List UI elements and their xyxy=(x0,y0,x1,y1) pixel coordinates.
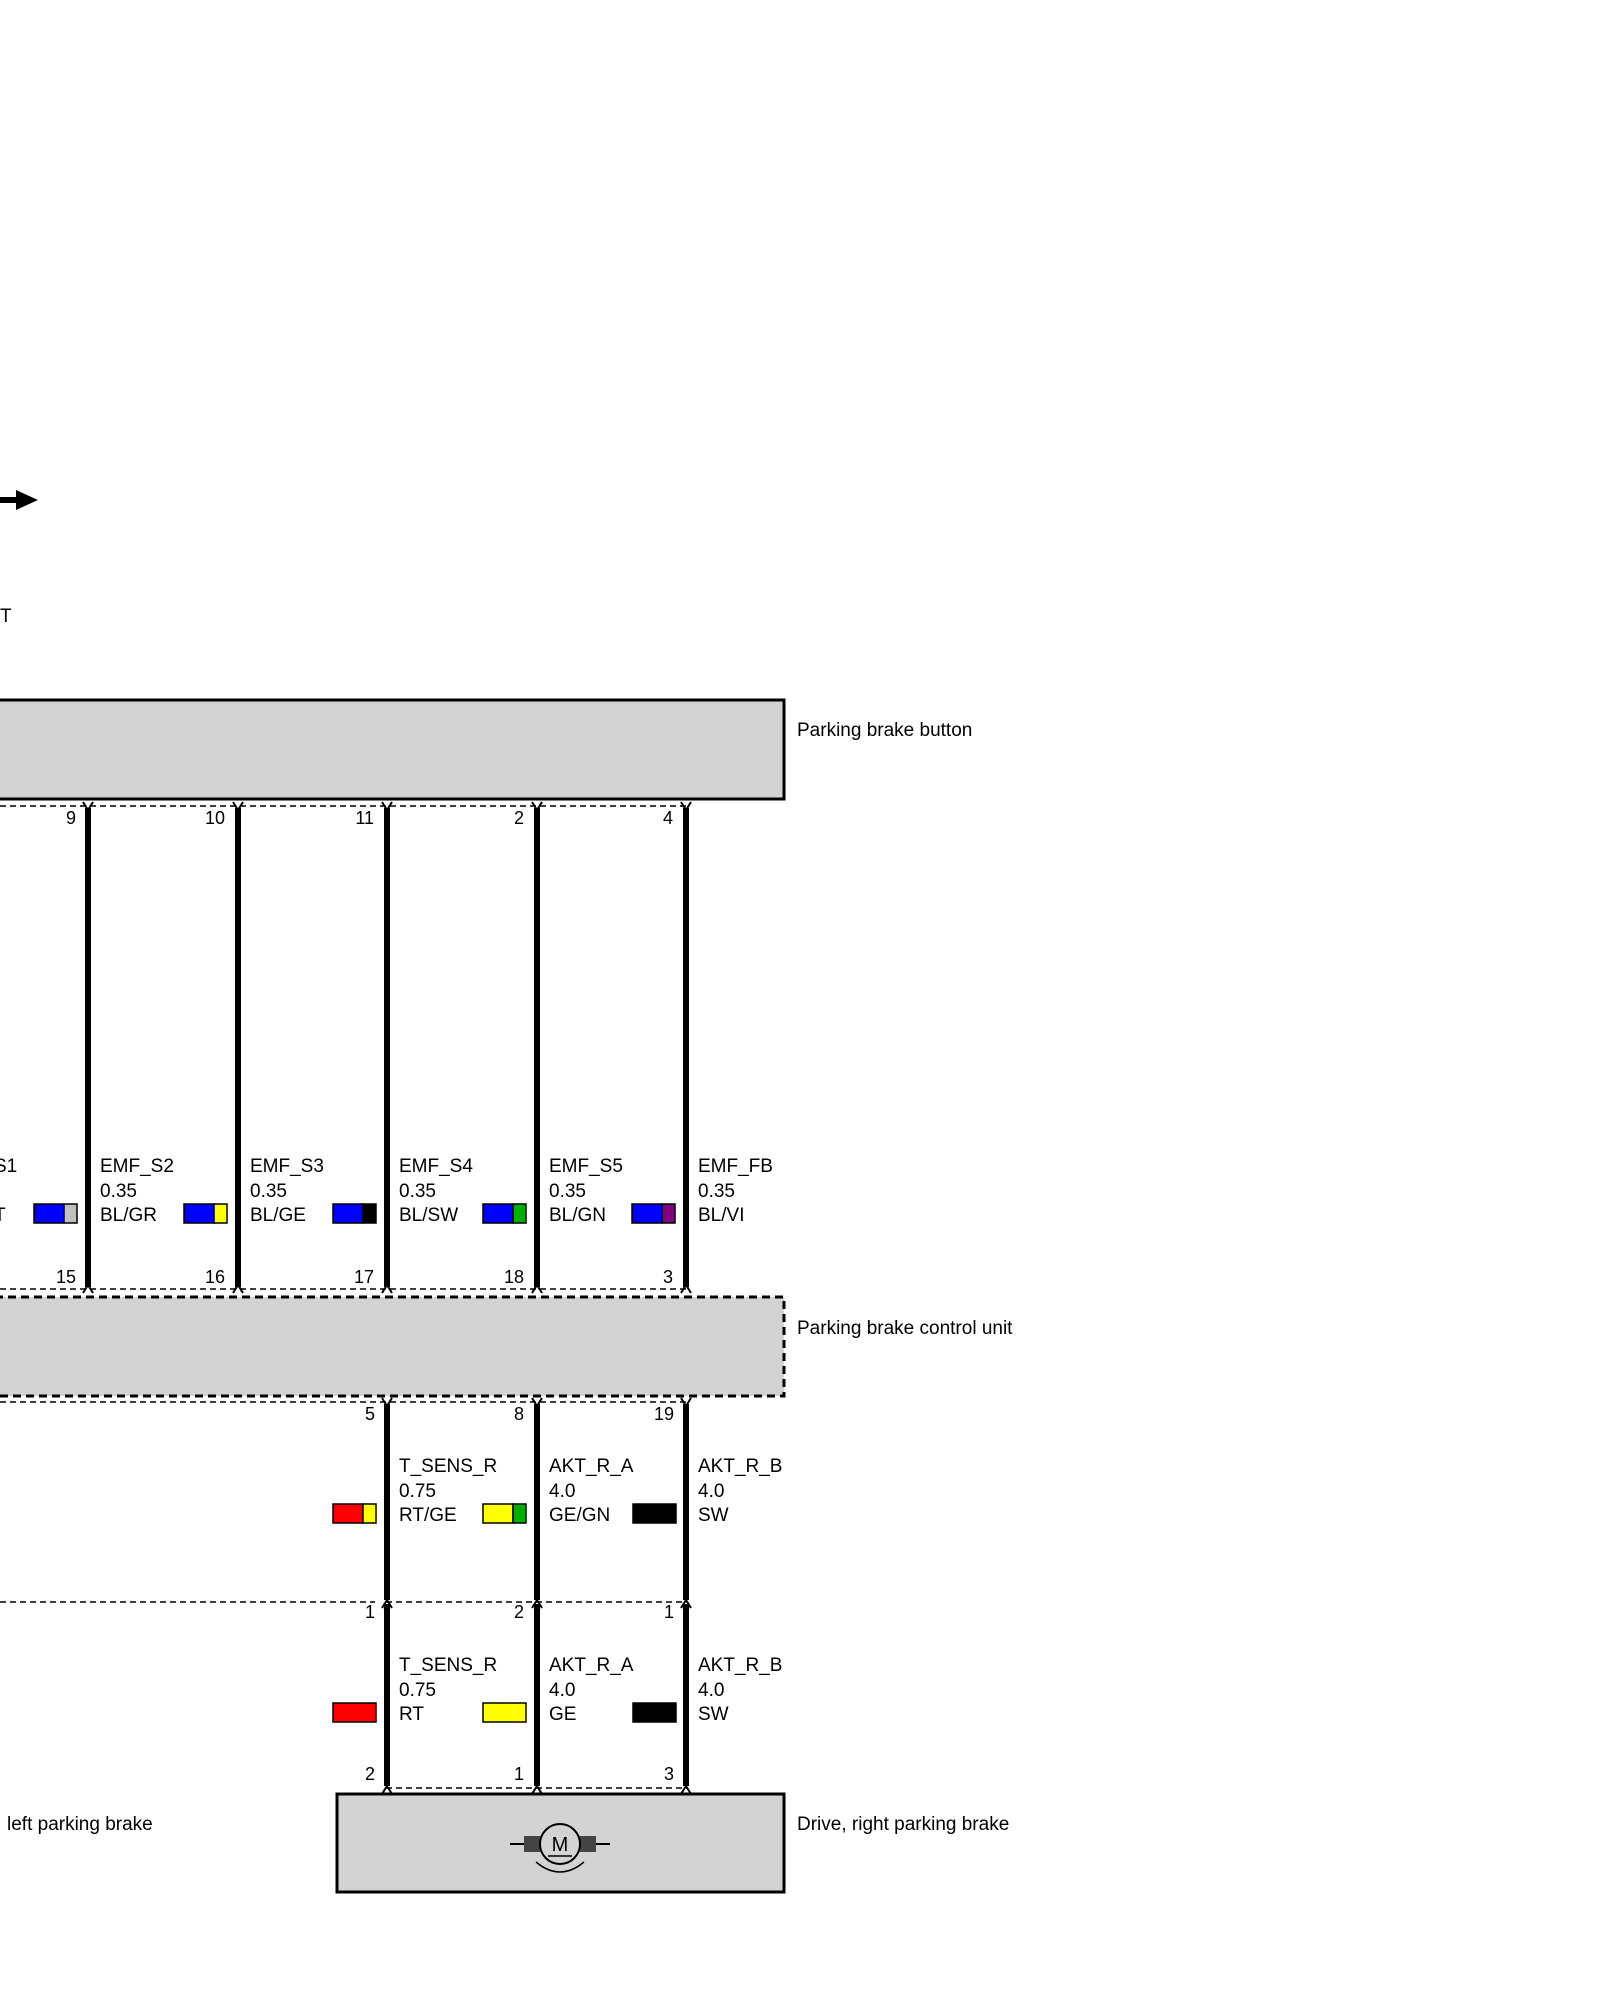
svg-text:M: M xyxy=(552,1834,569,1856)
continuation-arrow-icon xyxy=(0,490,38,510)
svg-text:T_SENS_R: T_SENS_R xyxy=(399,1655,497,1676)
svg-text:15: 15 xyxy=(56,1267,76,1287)
svg-text:3: 3 xyxy=(664,1764,674,1784)
svg-text:9: 9 xyxy=(66,808,76,828)
wire-aktb: 19 1 AKT_R_B 4.0 SW xyxy=(632,1397,782,1622)
wire-akta-lower: 1 AKT_R_A 4.0 GE xyxy=(482,1604,634,1795)
wire-fb: EMF_FB 0.35 BL/VI xyxy=(680,801,773,1294)
svg-text:2: 2 xyxy=(365,1764,375,1784)
svg-text:EMF_S5: EMF_S5 xyxy=(549,1156,623,1177)
svg-text:1: 1 xyxy=(514,1764,524,1784)
wire-s4: 2 18 EMF_S4 0.35 BL/SW xyxy=(381,801,527,1294)
right-drive-label: Drive, right parking brake xyxy=(797,1814,1009,1835)
wire-aktb-lower: 3 AKT_R_B 4.0 SW xyxy=(632,1604,782,1795)
svg-text:AKT_R_A: AKT_R_A xyxy=(549,1456,634,1477)
lower-wire-group: 2 T_SENS_R 0.75 RT 1 AKT_R_A 4.0 GE 3 AK… xyxy=(332,1604,782,1795)
svg-text:4.0: 4.0 xyxy=(698,1680,724,1701)
svg-text:T_SENS_R: T_SENS_R xyxy=(399,1456,497,1477)
control-unit-box xyxy=(0,1295,786,1398)
parking-brake-button-box xyxy=(0,698,786,801)
wire-akta: 8 2 AKT_R_A 4.0 GE/GN xyxy=(482,1397,634,1622)
motor-icon: M xyxy=(510,1823,610,1873)
parking-brake-button-label: Parking brake button xyxy=(797,720,972,741)
svg-text:EMF_S3: EMF_S3 xyxy=(250,1156,324,1177)
svg-text:4: 4 xyxy=(663,808,673,828)
svg-text:0.35: 0.35 xyxy=(399,1181,436,1202)
svg-text:EMF_FB: EMF_FB xyxy=(698,1156,773,1177)
wire-s5: 4 3 EMF_S5 0.35 BL/GN xyxy=(531,801,676,1294)
svg-text:4.0: 4.0 xyxy=(549,1481,575,1502)
svg-text:BL/SW: BL/SW xyxy=(399,1205,458,1226)
svg-text:11: 11 xyxy=(355,808,374,828)
svg-text:16: 16 xyxy=(205,1267,225,1287)
svg-text:RT/GE: RT/GE xyxy=(399,1505,457,1526)
control-unit-label: Parking brake control unit xyxy=(797,1318,1013,1339)
svg-text:GE: GE xyxy=(549,1704,576,1725)
svg-text:0.75: 0.75 xyxy=(399,1680,436,1701)
svg-text:GE/GN: GE/GN xyxy=(549,1505,610,1526)
svg-text:4.0: 4.0 xyxy=(549,1680,575,1701)
middle-wire-group: 5 1 T_SENS_R 0.75 RT/GE 8 2 AKT_R_A 4.0 … xyxy=(332,1397,782,1622)
svg-text:0.35: 0.35 xyxy=(100,1181,137,1202)
svg-text:T: T xyxy=(0,1205,6,1226)
svg-text:SW: SW xyxy=(698,1704,729,1725)
svg-text:AKT_R_A: AKT_R_A xyxy=(549,1655,634,1676)
svg-text:S1: S1 xyxy=(0,1156,17,1177)
svg-text:2: 2 xyxy=(514,1602,524,1622)
svg-text:AKT_R_B: AKT_R_B xyxy=(698,1456,782,1477)
svg-text:EMF_S2: EMF_S2 xyxy=(100,1156,174,1177)
svg-text:8: 8 xyxy=(514,1404,524,1424)
svg-text:BL/GN: BL/GN xyxy=(549,1205,606,1226)
svg-text:0.35: 0.35 xyxy=(549,1181,586,1202)
upper-wire-group: 9 15 S1 T 10 16 EMF_S2 0.35 BL/GR 11 17 … xyxy=(0,801,773,1294)
svg-text:0.75: 0.75 xyxy=(399,1481,436,1502)
svg-text:0.35: 0.35 xyxy=(250,1181,287,1202)
wire-s2: 10 16 EMF_S2 0.35 BL/GR xyxy=(82,801,228,1294)
svg-text:BL/GR: BL/GR xyxy=(100,1205,157,1226)
wire-tsens-lower: 2 T_SENS_R 0.75 RT xyxy=(332,1604,497,1795)
svg-text:2: 2 xyxy=(514,808,524,828)
svg-text:10: 10 xyxy=(205,808,225,828)
svg-text:BL/GE: BL/GE xyxy=(250,1205,306,1226)
svg-text:EMF_S4: EMF_S4 xyxy=(399,1156,473,1177)
svg-text:0.35: 0.35 xyxy=(698,1181,735,1202)
svg-text:AKT_R_B: AKT_R_B xyxy=(698,1655,782,1676)
svg-text:1: 1 xyxy=(365,1602,375,1622)
svg-text:5: 5 xyxy=(365,1404,375,1424)
svg-text:BL/VI: BL/VI xyxy=(698,1205,744,1226)
svg-text:4.0: 4.0 xyxy=(698,1481,724,1502)
partial-label: T xyxy=(0,606,12,627)
wire-s1: 9 15 S1 T xyxy=(0,808,78,1287)
svg-text:RT: RT xyxy=(399,1704,424,1725)
svg-text:17: 17 xyxy=(354,1267,374,1287)
svg-text:18: 18 xyxy=(504,1267,524,1287)
wire-s3: 11 17 EMF_S3 0.35 BL/GE xyxy=(232,801,377,1294)
left-drive-label: left parking brake xyxy=(7,1814,153,1835)
svg-text:SW: SW xyxy=(698,1505,729,1526)
svg-text:3: 3 xyxy=(663,1267,673,1287)
svg-text:1: 1 xyxy=(664,1602,674,1622)
wire-tsens: 5 1 T_SENS_R 0.75 RT/GE xyxy=(332,1397,497,1622)
svg-text:19: 19 xyxy=(654,1404,674,1424)
